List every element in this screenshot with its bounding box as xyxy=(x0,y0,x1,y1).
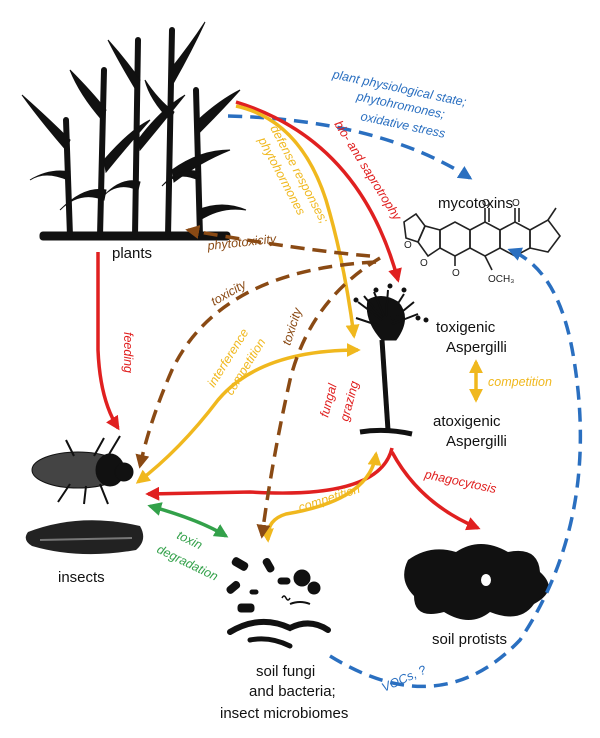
microbes-illustration xyxy=(226,557,331,649)
svg-text:O: O xyxy=(512,198,520,209)
label-toxin-1: toxin xyxy=(175,528,205,552)
label-microbes-1: soil fungi xyxy=(256,663,315,680)
edge-defense-responses xyxy=(235,104,360,339)
mycotoxin-structure xyxy=(403,207,561,271)
label-soil-protists: soil protists xyxy=(432,631,507,648)
aspergillus-illustration xyxy=(353,283,429,437)
edge-feeding xyxy=(96,252,120,431)
label-microbes-2: and bacteria; xyxy=(249,683,336,700)
label-toxin-2: degradation xyxy=(155,542,221,584)
label-vocs: VOCs, ? xyxy=(380,663,429,695)
svg-text:O: O xyxy=(404,240,412,251)
svg-text:O: O xyxy=(452,268,460,279)
edge-toxicity-insects xyxy=(135,260,377,469)
label-insects: insects xyxy=(58,569,105,586)
label-toxicity-microbes: toxicity xyxy=(280,306,305,347)
edge-toxin-degradation xyxy=(147,502,229,538)
edge-plants-to-mycotoxins xyxy=(227,114,473,180)
svg-text:O: O xyxy=(420,258,428,269)
plants-illustration xyxy=(21,21,247,241)
label-mycotoxins: mycotoxins xyxy=(438,195,513,212)
label-feeding: feeding xyxy=(121,332,135,373)
svg-text:O: O xyxy=(482,198,490,209)
mycotoxin-atoms: O O O O O OCH₃ xyxy=(404,198,520,285)
label-fungal-1: fungal xyxy=(317,381,340,419)
label-toxigenic-2: Aspergilli xyxy=(446,339,507,356)
svg-text:OCH₃: OCH₃ xyxy=(488,274,514,285)
label-competition-aspergilli: competition xyxy=(488,375,552,389)
label-microbes-3: insect microbiomes xyxy=(220,705,348,722)
label-phagocytosis: phagocytosis xyxy=(422,467,497,496)
edge-phagocytosis xyxy=(390,451,481,531)
edge-vocs-to-mycotoxins xyxy=(329,247,583,689)
larva-illustration xyxy=(25,520,144,555)
edge-toxicity-microbes xyxy=(256,256,381,539)
edge-interference-competition xyxy=(135,343,361,484)
protist-illustration xyxy=(404,544,549,620)
label-atoxigenic-1: atoxigenic xyxy=(433,413,501,430)
label-plants: plants xyxy=(112,245,152,262)
label-competition-microbes: competition xyxy=(297,482,362,515)
label-toxigenic-1: toxigenic xyxy=(436,319,496,336)
edge-bio-saprotrophy xyxy=(235,100,402,283)
label-fungal-2: grazing xyxy=(337,380,361,423)
label-atoxigenic-2: Aspergilli xyxy=(446,433,507,450)
edge-phytotoxicity xyxy=(185,225,371,258)
fly-illustration xyxy=(31,435,134,505)
